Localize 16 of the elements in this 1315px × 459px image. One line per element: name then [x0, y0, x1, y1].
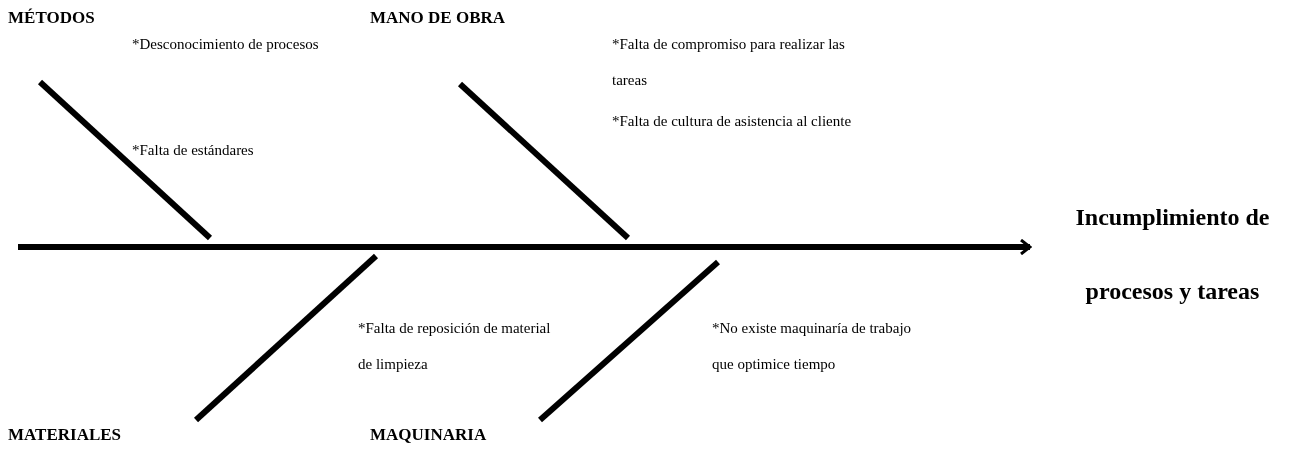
- cause-text: *Falta de compromiso para realizar las tareas: [612, 35, 846, 90]
- cause-text: *Desconocimiento de procesos: [132, 35, 320, 54]
- bone-line: [457, 81, 631, 241]
- spine-arrow: [18, 238, 1032, 256]
- category-heading: MATERIALES: [8, 425, 122, 445]
- bone-line: [538, 259, 720, 423]
- category-heading: MANO DE OBRA: [370, 8, 506, 28]
- category-heading: MAQUINARIA: [370, 425, 487, 445]
- cause-text: *Falta de estándares: [132, 141, 255, 160]
- bone-line: [37, 79, 213, 241]
- cause-text: *Falta de cultura de asistencia al cliente: [612, 112, 853, 131]
- category-heading: MÉTODOS: [8, 8, 95, 28]
- bone-line: [194, 253, 378, 423]
- cause-text: *No existe maquinaría de trabajo que optimice tiempo: [712, 319, 912, 374]
- cause-text: *Falta de reposición de material de limpieza: [358, 319, 552, 374]
- effect-label: Incumplimiento de procesos y tareas: [1030, 180, 1315, 328]
